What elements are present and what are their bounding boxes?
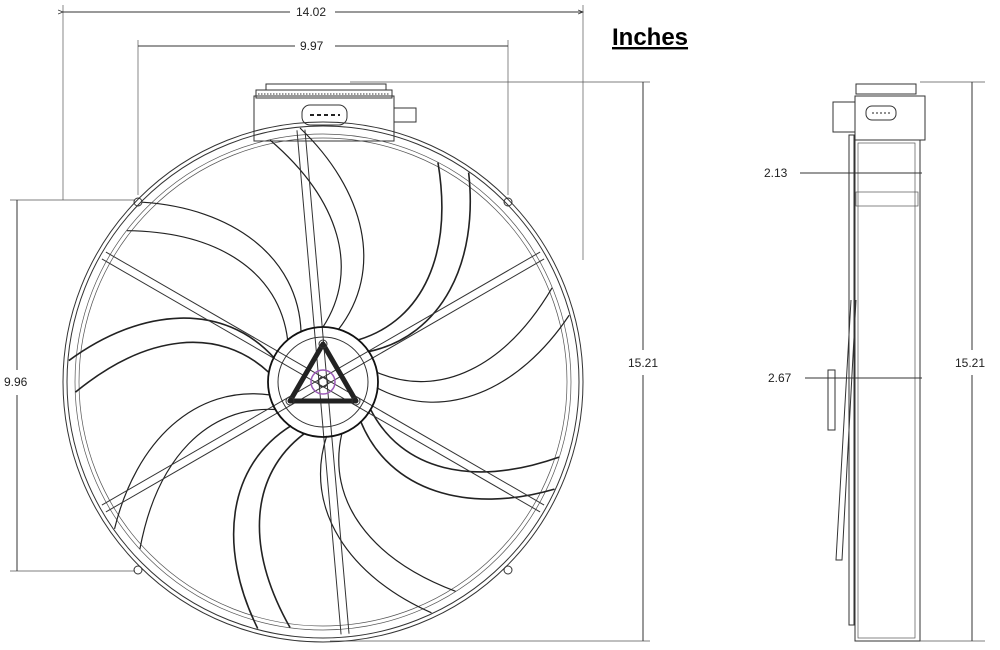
fan-front-view bbox=[62, 83, 584, 643]
dimension-total-depth: 2.67 bbox=[768, 371, 922, 385]
fan-blade bbox=[232, 425, 305, 629]
dimension-overall-height: 15.21 bbox=[330, 81, 658, 642]
side-height-label: 15.21 bbox=[955, 356, 985, 370]
fan-blade bbox=[319, 433, 456, 614]
total-depth-label: 2.67 bbox=[768, 371, 792, 385]
units-title: Inches bbox=[612, 24, 688, 51]
fan-blades bbox=[68, 127, 570, 629]
support-struts bbox=[101, 129, 545, 635]
plug-tab bbox=[393, 107, 417, 123]
fan-blade bbox=[113, 393, 276, 550]
dimension-mount-width: 9.97 bbox=[137, 39, 509, 195]
overall-width-label: 14.02 bbox=[296, 5, 326, 19]
fan-blade bbox=[359, 409, 560, 500]
frame-depth-label: 2.13 bbox=[764, 166, 788, 180]
strut bbox=[296, 129, 350, 635]
fan-blade bbox=[358, 162, 472, 353]
fan-blade bbox=[68, 317, 275, 393]
strut bbox=[101, 251, 545, 513]
fan-blade bbox=[126, 201, 302, 340]
fan-blade bbox=[376, 287, 570, 403]
overall-height-label: 15.21 bbox=[628, 356, 658, 370]
dimension-mount-height: 9.96 bbox=[4, 199, 135, 572]
mount-hole bbox=[503, 565, 513, 575]
mount-hole bbox=[133, 565, 143, 575]
fan-blade bbox=[269, 127, 365, 331]
mount-hole bbox=[133, 197, 143, 207]
connector-port bbox=[301, 104, 348, 126]
dimension-overall-width: 14.02 bbox=[63, 5, 583, 260]
dimension-side-height: 15.21 bbox=[920, 81, 985, 642]
fan-side-view bbox=[827, 83, 926, 642]
motor-controller-housing bbox=[253, 83, 417, 142]
hub bbox=[267, 326, 379, 438]
strut bbox=[101, 251, 545, 513]
mount-hole bbox=[503, 197, 513, 207]
mount-height-label: 9.96 bbox=[4, 375, 28, 389]
dimension-frame-depth: 2.13 bbox=[764, 166, 922, 180]
mount-width-label: 9.97 bbox=[300, 39, 324, 53]
